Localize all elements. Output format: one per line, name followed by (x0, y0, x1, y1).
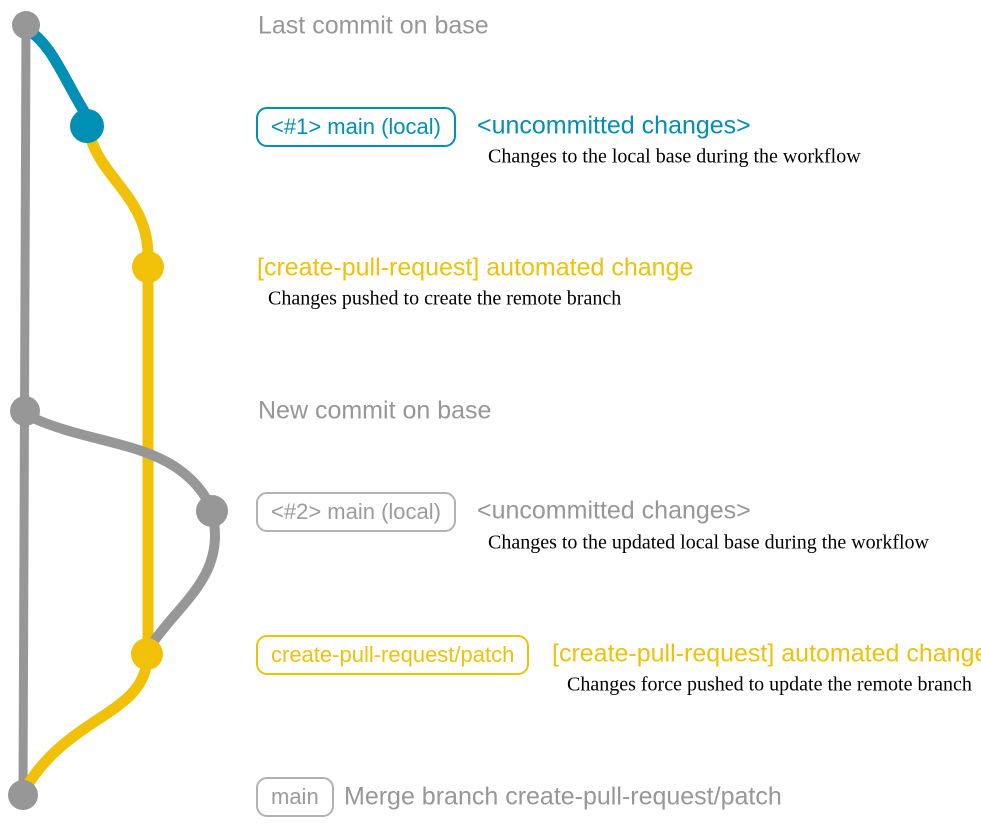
commit-heading-automated-change-2: [create-pull-request] automated change (552, 639, 981, 668)
branch-badge-main-local-2: <#2> main (local) (256, 492, 456, 532)
patch-branch-merge-curve (21, 654, 153, 792)
git-graph (8, 11, 228, 810)
commit-heading-uncommitted-2: <uncommitted changes> (477, 496, 751, 525)
commit-message-merge: Merge branch create-pull-request/patch (344, 782, 782, 811)
commit-dot-last-base (12, 11, 40, 39)
branch-badge-main-local-1: <#1> main (local) (256, 107, 456, 147)
annotation-new-commit-on-base: New commit on base (258, 396, 492, 425)
commit-note-uncommitted-1: Changes to the local base during the wor… (488, 145, 861, 168)
updated-base-branch-curve (26, 412, 211, 503)
branch-badge-create-pull-request-patch: create-pull-request/patch (256, 635, 530, 675)
annotation-last-commit-on-base: Last commit on base (258, 11, 489, 40)
commit-dot-uncommitted-2 (196, 495, 228, 527)
commit-dot-merge (8, 780, 38, 810)
patch-branch-upper-curve (85, 133, 154, 262)
commit-note-automated-change-1: Changes pushed to create the remote bran… (268, 287, 622, 310)
commit-dot-new-base (10, 396, 40, 426)
branch-badge-main: main (256, 777, 334, 817)
force-push-curve (149, 517, 221, 646)
commit-dot-uncommitted-1 (70, 109, 104, 143)
local-main-branch-line (21, 23, 91, 119)
commit-note-uncommitted-2: Changes to the updated local base during… (488, 531, 929, 554)
commit-dot-automated-change-1 (132, 251, 164, 283)
commit-note-automated-change-2: Changes force pushed to update the remot… (567, 673, 972, 696)
commit-heading-automated-change-1: [create-pull-request] automated change (257, 253, 694, 282)
commit-heading-uncommitted-1: <uncommitted changes> (477, 111, 751, 140)
commit-dot-automated-change-2 (131, 638, 163, 670)
